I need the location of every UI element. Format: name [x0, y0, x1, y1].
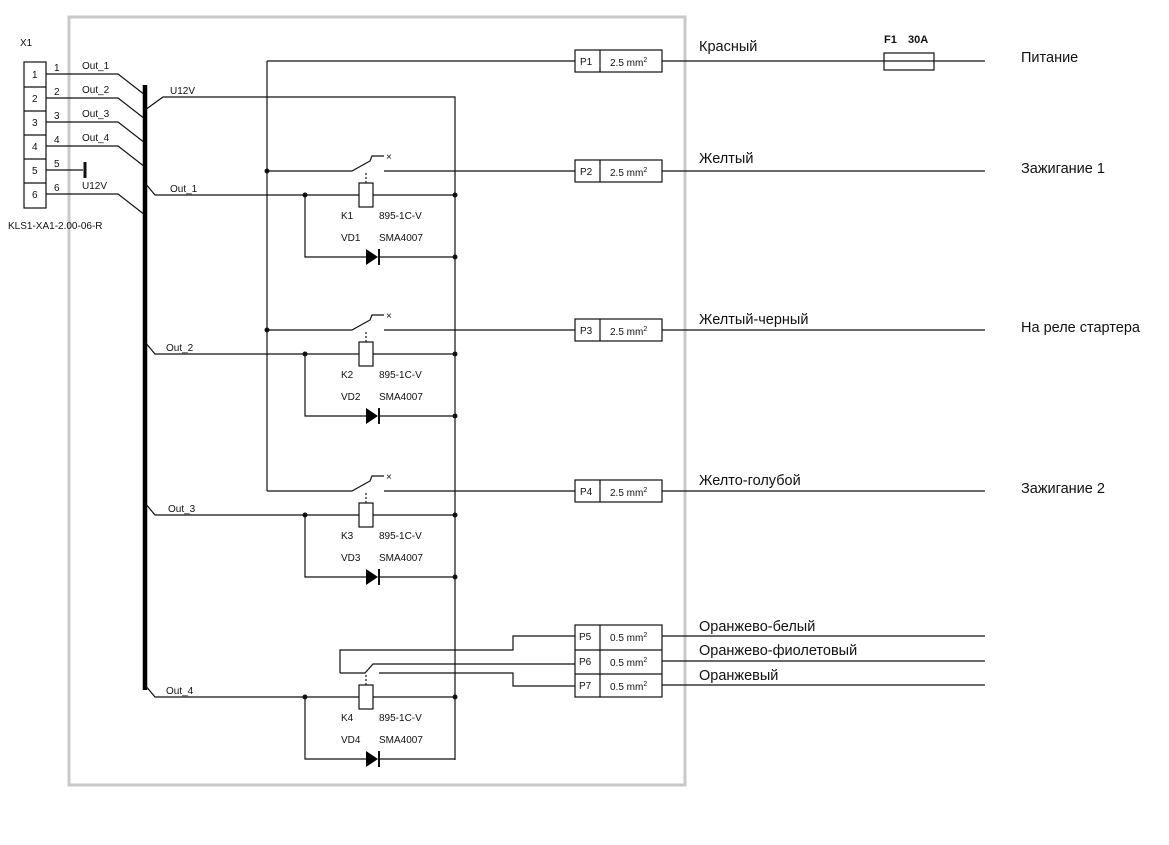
wire-color-label: Оранжево-белый: [699, 619, 815, 635]
relay-contact: [339, 635, 575, 673]
terminal-size: 0.5 mm2: [610, 632, 647, 644]
terminal-size: 0.5 mm2: [610, 657, 647, 669]
relay-coil: [358, 341, 374, 367]
connector-pin-label: 1: [32, 70, 38, 81]
diode-ref: VD4: [341, 735, 361, 746]
terminal-id: P5: [579, 632, 592, 643]
diode-symbol: [366, 751, 378, 767]
relay-part: 895-1C-V: [379, 531, 422, 542]
relay-part: 895-1C-V: [379, 370, 422, 381]
destination-label: На реле стартера: [1021, 320, 1141, 336]
relay-part: 895-1C-V: [379, 713, 422, 724]
output-label: Out_4: [166, 686, 194, 697]
connector-pin-label: 4: [32, 142, 38, 153]
output-label: Out_1: [170, 184, 198, 195]
connector-x1: X1 1 2 3 4 5 6 KLS1-XA1-2.00-06-R: [8, 38, 103, 232]
diode-symbol: [366, 408, 378, 424]
wire-label: Out_4: [82, 133, 110, 144]
terminal-size: 0.5 mm2: [610, 681, 647, 693]
connector-pin-label: 3: [32, 118, 38, 129]
terminal-size: 2.5 mm2: [610, 326, 647, 338]
terminal-p3: P3 2.5 mm2 Желтый-черный На реле стартер…: [574, 312, 1141, 342]
relay-ref: K2: [341, 370, 354, 381]
relay-contact: [267, 155, 384, 172]
svg-text:×: ×: [386, 311, 392, 322]
output-label: Out_3: [168, 504, 196, 515]
relay-contact: [267, 475, 384, 492]
connector-pin-label: 2: [32, 94, 38, 105]
wire-color-label: Красный: [699, 39, 757, 55]
diode-ref: VD3: [341, 553, 361, 564]
wire-color-label: Оранжевый: [699, 668, 778, 684]
diode-symbol: [366, 569, 378, 585]
relay-channel-k4: Out_4 K4 895-1C-V VD4 SMA4007: [144, 635, 575, 767]
fuse-ref: F1: [884, 34, 897, 46]
relay-coil: [358, 502, 374, 528]
terminal-id: P3: [580, 326, 593, 337]
wire-color-label: Желтый: [699, 151, 753, 167]
terminal-id: P1: [580, 57, 593, 68]
terminal-id: P6: [579, 657, 592, 668]
diode-part: SMA4007: [379, 233, 423, 244]
connector-ref: X1: [20, 38, 33, 49]
pin-number-label: 6: [54, 183, 60, 194]
relay-part: 895-1C-V: [379, 211, 422, 222]
wire-label: Out_1: [82, 61, 110, 72]
pin-number-label: 2: [54, 87, 60, 98]
relay-ref: K3: [341, 531, 354, 542]
pin-number-label: 4: [54, 135, 60, 146]
pin-number-label: 3: [54, 111, 60, 122]
wire-label: U12V: [82, 181, 107, 192]
relay-channel-k1: Out_1 × K1 895-1C-V VD1 SMA4007: [144, 152, 458, 265]
relay-coil: [358, 684, 374, 710]
module-frame: [67, 15, 687, 787]
fuse-rating: 30A: [908, 34, 928, 46]
svg-text:×: ×: [386, 152, 392, 163]
terminal-id: P4: [580, 487, 593, 498]
destination-label: Питание: [1021, 50, 1078, 66]
wire-color-label: Желтый-черный: [699, 312, 808, 328]
relay-ref: K4: [341, 713, 354, 724]
svg-text:×: ×: [386, 472, 392, 483]
relay-channel-k3: Out_3 × K3 895-1C-V VD3 SMA4007: [144, 472, 458, 585]
wire-label: Out_2: [82, 85, 110, 96]
relay-contact: [267, 314, 384, 331]
diode-symbol: [366, 249, 378, 265]
destination-label: Зажигание 2: [1021, 481, 1105, 497]
diode-part: SMA4007: [379, 392, 423, 403]
terminal-p2: P2 2.5 mm2 Желтый Зажигание 1: [574, 151, 1105, 183]
terminal-p1: P1 2.5 mm2 Красный Питание: [574, 39, 1078, 73]
diode-ref: VD1: [341, 233, 361, 244]
output-label: Out_2: [166, 343, 194, 354]
terminal-size: 2.5 mm2: [610, 487, 647, 499]
terminal-p4: P4 2.5 mm2 Желто-голубой Зажигание 2: [574, 473, 1105, 503]
relay-channel-k2: Out_2 × K2 895-1C-V VD2 SMA4007: [144, 311, 458, 424]
terminal-size: 2.5 mm2: [610, 167, 647, 179]
wire-color-label: Оранжево-фиолетовый: [699, 643, 857, 659]
connector-wires: 1 2 3 4 5 6 Out_1 Out_2 Out_3 Out_4 U12V: [46, 61, 146, 216]
terminal-id: P7: [579, 681, 592, 692]
terminal-size: 2.5 mm2: [610, 57, 647, 69]
terminal-id: P2: [580, 167, 593, 178]
pin-number-label: 1: [54, 63, 60, 74]
supply-label: U12V: [170, 86, 195, 97]
diode-ref: VD2: [341, 392, 361, 403]
relay-coil: [358, 182, 374, 208]
connector-pin-label: 5: [32, 166, 38, 177]
wire-color-label: Желто-голубой: [699, 473, 801, 489]
supply-line: [144, 96, 456, 760]
terminal-p5-p7: P5 P6 P7 0.5 mm2 0.5 mm2 0.5 mm2 Оранжев…: [574, 619, 985, 698]
destination-label: Зажигание 1: [1021, 161, 1105, 177]
diode-part: SMA4007: [379, 553, 423, 564]
relay-ref: K1: [341, 211, 354, 222]
fuse-f1: F1 30A: [883, 34, 935, 71]
diode-part: SMA4007: [379, 735, 423, 746]
wire-label: Out_3: [82, 109, 110, 120]
pin-number-label: 5: [54, 159, 60, 170]
connector-pin-label: 6: [32, 190, 38, 201]
connector-part-number: KLS1-XA1-2.00-06-R: [8, 221, 103, 232]
